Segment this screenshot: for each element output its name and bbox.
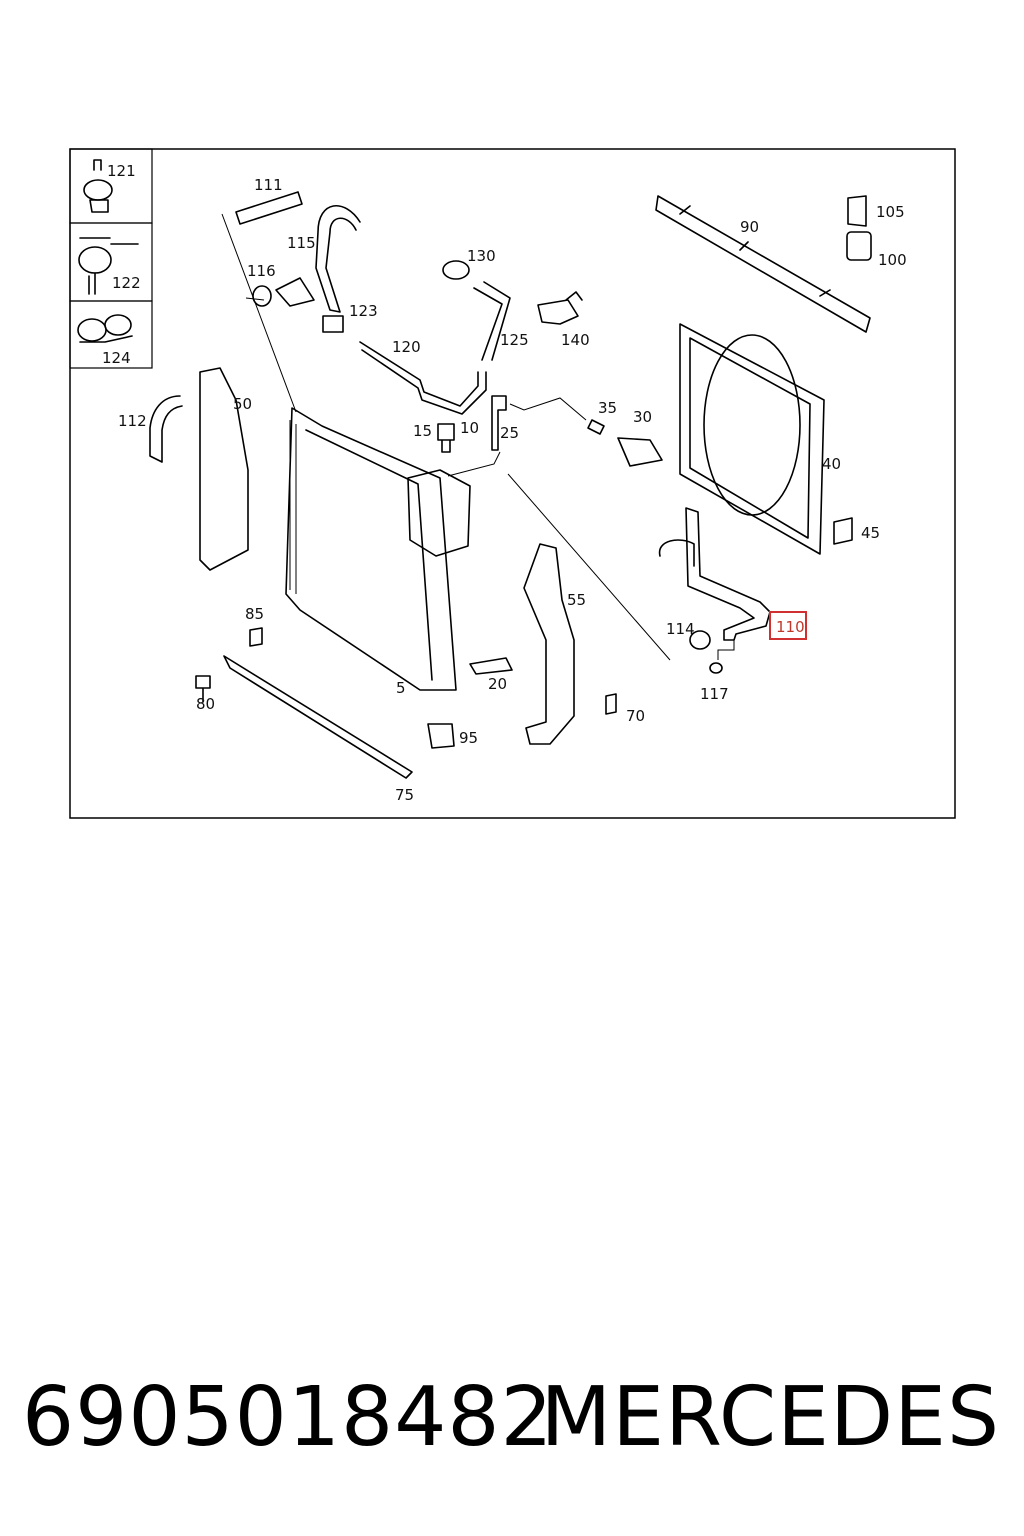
callout-122: 122 bbox=[112, 274, 141, 292]
hose-110-drawing bbox=[658, 507, 771, 641]
hose-125-drawing bbox=[473, 281, 511, 361]
callout-111: 111 bbox=[254, 176, 283, 194]
callout-120: 120 bbox=[392, 338, 421, 356]
callout-25: 25 bbox=[500, 424, 519, 442]
callout-117: 117 bbox=[700, 685, 729, 703]
highlight-box-110 bbox=[769, 611, 807, 640]
bracket-55-drawing bbox=[523, 543, 575, 745]
callout-100: 100 bbox=[878, 251, 907, 269]
parts-diagram: 121 122 124 111 115 116 123 120 130 125 … bbox=[69, 148, 956, 819]
screw-80-drawing bbox=[195, 675, 211, 703]
callout-123: 123 bbox=[349, 302, 378, 320]
callout-80: 80 bbox=[196, 695, 215, 713]
clamp-130-drawing bbox=[442, 260, 470, 280]
callout-95: 95 bbox=[459, 729, 478, 747]
callout-50: 50 bbox=[233, 395, 252, 413]
clip-124-drawing bbox=[77, 314, 133, 343]
hose-115-drawing bbox=[315, 205, 361, 313]
clip-140-drawing bbox=[537, 291, 583, 325]
part-number: 6905018482 bbox=[22, 1370, 554, 1465]
strip-75-drawing bbox=[223, 655, 413, 779]
clip-45-drawing bbox=[833, 517, 853, 545]
cap-10-drawing bbox=[437, 423, 455, 453]
callout-30: 30 bbox=[633, 408, 652, 426]
expansion-tank-15-drawing bbox=[407, 469, 471, 557]
callout-140: 140 bbox=[561, 331, 590, 349]
callout-35: 35 bbox=[598, 399, 617, 417]
callout-110: 110 bbox=[776, 618, 805, 636]
pad-100-drawing bbox=[846, 231, 872, 261]
clip-105-drawing bbox=[847, 195, 867, 227]
callout-70: 70 bbox=[626, 707, 645, 725]
callout-75: 75 bbox=[395, 786, 414, 804]
radiator-5-drawing bbox=[285, 407, 457, 691]
inset-box-124 bbox=[69, 300, 153, 369]
callout-10: 10 bbox=[460, 419, 479, 437]
callout-105: 105 bbox=[876, 203, 905, 221]
callout-90: 90 bbox=[740, 218, 759, 236]
callout-20: 20 bbox=[488, 675, 507, 693]
clip-85-drawing bbox=[249, 627, 263, 647]
connector-122-drawing bbox=[78, 237, 139, 295]
clamp-114-drawing bbox=[689, 630, 711, 650]
clamp-123-drawing bbox=[322, 315, 344, 333]
fan-shroud-40-drawing bbox=[679, 323, 825, 555]
callout-45: 45 bbox=[861, 524, 880, 542]
callout-15: 15 bbox=[413, 422, 432, 440]
callout-124: 124 bbox=[102, 349, 131, 367]
callout-125: 125 bbox=[500, 331, 529, 349]
clamp-121-drawing bbox=[83, 159, 113, 213]
connector-30-drawing bbox=[617, 437, 663, 467]
hose-111-drawing bbox=[235, 191, 303, 225]
callout-116: 116 bbox=[247, 262, 276, 280]
clip-70-drawing bbox=[605, 693, 617, 715]
hose-112-drawing bbox=[149, 395, 183, 463]
diagram-frame bbox=[69, 148, 956, 819]
footer: 6905018482 MERCEDES bbox=[0, 1370, 1024, 1480]
callout-112: 112 bbox=[118, 412, 147, 430]
callout-115: 115 bbox=[287, 234, 316, 252]
mount-95-drawing bbox=[427, 723, 455, 749]
pipe-120-drawing bbox=[359, 341, 487, 415]
callout-114: 114 bbox=[666, 620, 695, 638]
brand-name: MERCEDES bbox=[540, 1370, 1000, 1465]
sensor-25-drawing bbox=[491, 395, 507, 451]
bolt-35-drawing bbox=[587, 419, 605, 435]
sensor-20-drawing bbox=[469, 657, 513, 675]
callout-130: 130 bbox=[467, 247, 496, 265]
clamp-117-drawing bbox=[709, 662, 723, 674]
callout-55: 55 bbox=[567, 591, 586, 609]
bracket-90-drawing bbox=[655, 195, 871, 333]
callout-85: 85 bbox=[245, 605, 264, 623]
callout-5: 5 bbox=[396, 679, 406, 697]
callout-40: 40 bbox=[822, 455, 841, 473]
panel-50-drawing bbox=[199, 367, 249, 571]
callout-121: 121 bbox=[107, 162, 136, 180]
